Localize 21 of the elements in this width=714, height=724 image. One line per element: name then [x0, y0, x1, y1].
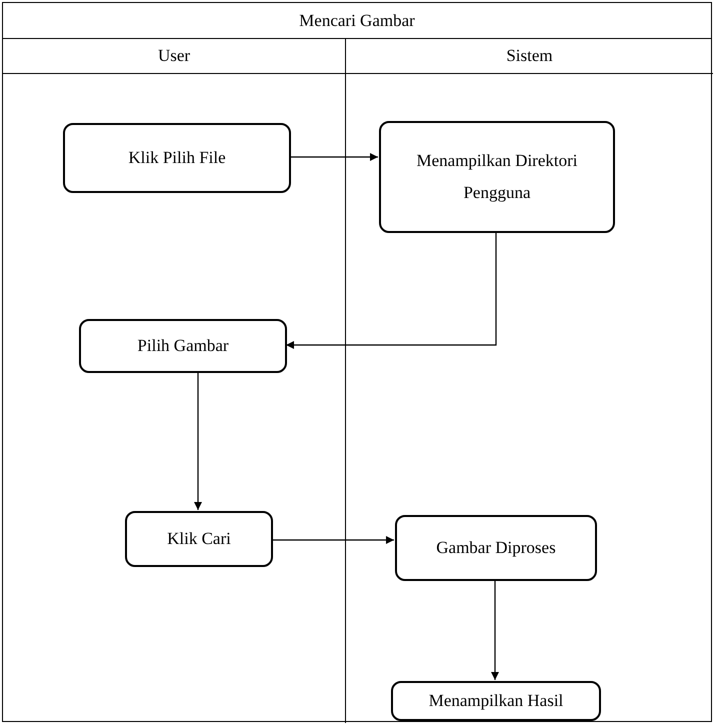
activity-label: Menampilkan Hasil [428, 690, 564, 712]
arrow [491, 580, 499, 680]
activity-box [79, 319, 287, 373]
lane-header: Sistem [506, 46, 553, 65]
activity-box [391, 681, 601, 721]
arrow [286, 232, 497, 349]
activity-label: Klik Pilih File [128, 146, 226, 169]
swimlane [3, 38, 346, 723]
activity-box [395, 515, 597, 581]
activity-label: Gambar Diproses [436, 536, 556, 559]
frame-heading: Mencari Gambar [299, 11, 415, 30]
activity-label: Pilih Gambar [137, 334, 229, 357]
arrow [272, 536, 394, 544]
lane-header: User [158, 46, 190, 65]
activity-box [63, 123, 291, 193]
activity-label: Menampilkan Direktori Pengguna [416, 150, 578, 204]
activity-box [379, 121, 615, 233]
arrow [290, 153, 378, 161]
activity-box [125, 511, 273, 567]
arrow [194, 372, 202, 510]
activity-label: Klik Cari [167, 528, 231, 550]
